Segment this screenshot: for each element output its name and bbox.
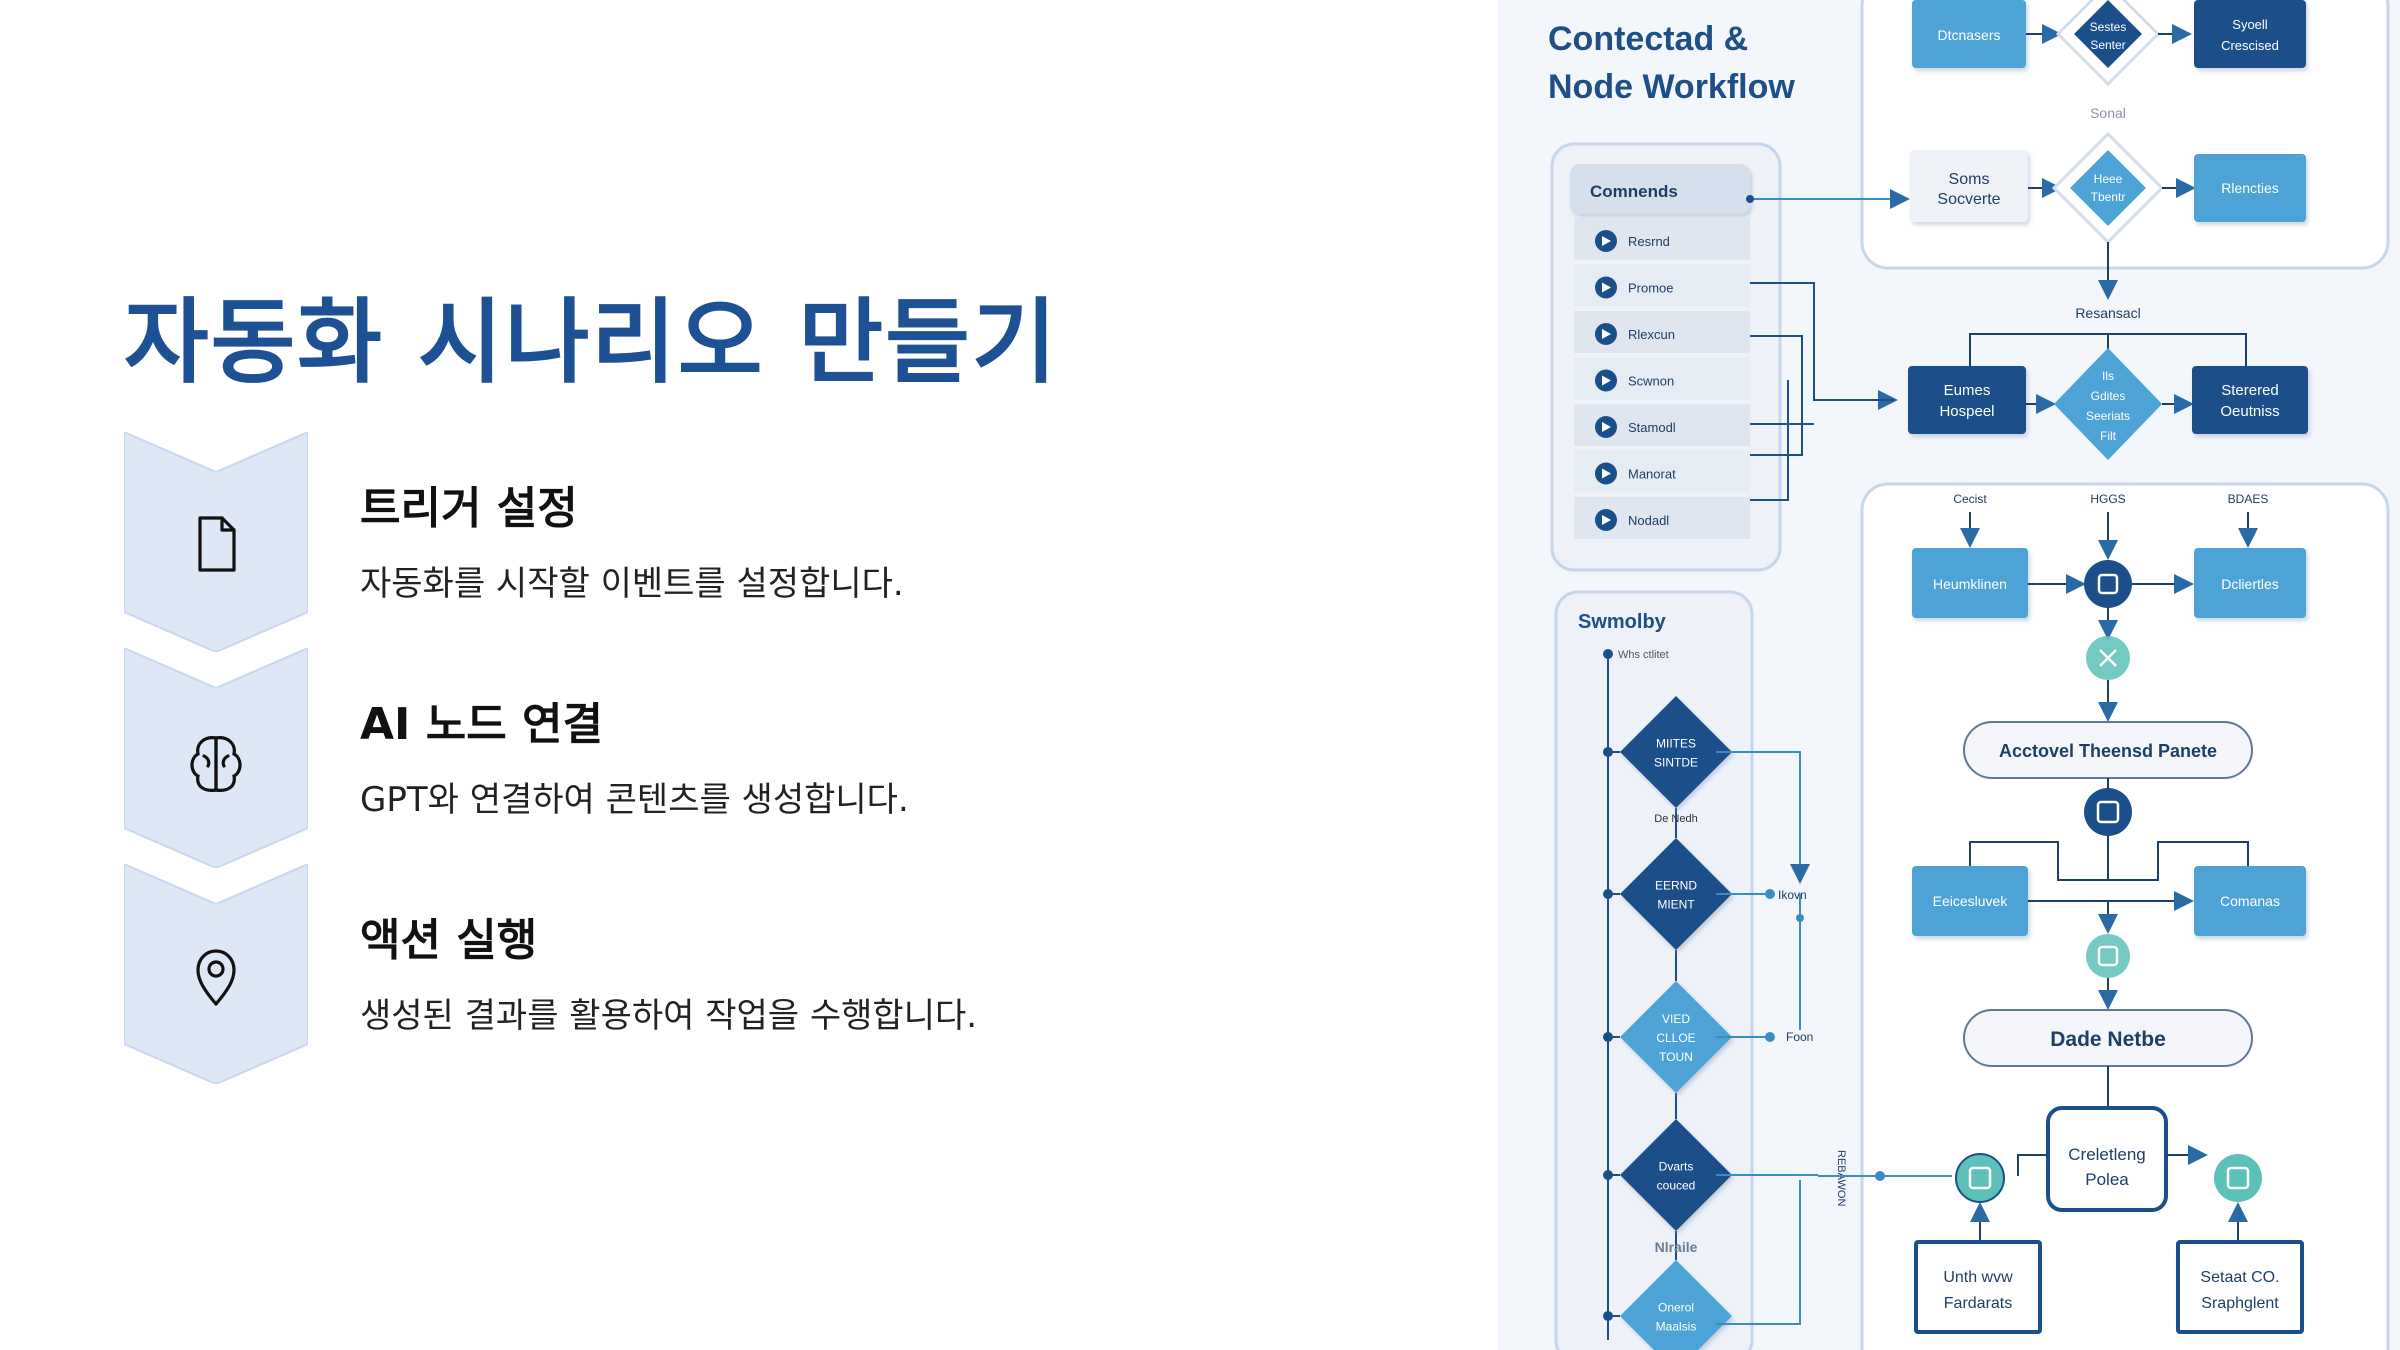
mid-node-2-line1: Sterered: [2221, 382, 2279, 399]
sidebar-diamond-label: CLLOE: [1656, 1031, 1695, 1045]
side-label-2: Foon: [1786, 1030, 1813, 1044]
diagram-title-line1: Contectad &: [1548, 20, 1748, 58]
row2-node-1: Heumklinen: [1933, 576, 2007, 592]
commands-panel: Comnends ResrndPromoeRlexcunScwnonStamod…: [1570, 164, 1750, 539]
row3-node-1: Eeicesluvek: [1933, 893, 2009, 909]
sidebar-container: [1554, 590, 1754, 1350]
bottom-box-1-line1: Unth wvw: [1943, 1269, 2013, 1286]
row2-node-2: Dcliertles: [2221, 576, 2279, 592]
command-item-label: Resrnd: [1628, 234, 1670, 249]
command-item-label: Stamodl: [1628, 420, 1676, 435]
middle-flow: Eumes Hospeel Ils Gdites Seeriats Filt S…: [1818, 333, 2308, 1334]
top-node-1: Dtcnasers: [1937, 27, 2000, 43]
sidebar-header: Swmolby: [1578, 611, 1667, 633]
center-box-line2: Polea: [2085, 1170, 2129, 1189]
sidebar-diamond-label: couced: [1657, 1179, 1696, 1193]
top-diamond-2-line1: Heee: [2094, 172, 2123, 186]
command-item[interactable]: Scwnon: [1574, 357, 1750, 400]
command-item[interactable]: Rlexcun: [1574, 311, 1750, 353]
top-node-4: Rlencties: [2221, 180, 2279, 196]
lower-container: [1860, 482, 2390, 1350]
sidebar-diamond-label: TOUN: [1659, 1050, 1693, 1064]
sidebar-between-2: Nlraile: [1655, 1239, 1698, 1255]
command-item-label: Nodadl: [1628, 513, 1669, 528]
file-icon: [198, 516, 236, 572]
step-2-chevron: [124, 648, 308, 868]
step-1-title: 트리거 설정: [360, 483, 578, 534]
sidebar-diamond-label: EERND: [1655, 879, 1697, 893]
top-node-3-line1: Soms: [1949, 171, 1990, 188]
pill-1: Acctovel Theensd Panete: [1999, 741, 2217, 761]
center-box-line1: Creletleng: [2068, 1145, 2146, 1164]
command-item[interactable]: Manorat: [1574, 450, 1750, 493]
mid-diamond-line3: Seeriats: [2086, 409, 2130, 423]
top-node-2-line1: Syoell: [2232, 17, 2268, 32]
command-item-label: Scwnon: [1628, 374, 1674, 389]
top-node-2-line2: Crescised: [2221, 38, 2279, 53]
pill-2: Dade Netbe: [2050, 1028, 2166, 1051]
bottom-box-1-line2: Fardarats: [1944, 1295, 2012, 1312]
step-3-description: 생성된 결과를 활용하여 작업을 수행합니다.: [360, 996, 978, 1036]
bottom-box-2-line2: Sraphglent: [2201, 1295, 2279, 1312]
sidebar-diamond[interactable]: VIED CLLOE TOUN: [1620, 981, 1732, 1093]
sidebar-diamond-label: MIENT: [1657, 898, 1695, 912]
brain-icon: [190, 736, 242, 792]
top-label-2: Resansacl: [2075, 305, 2140, 321]
bottom-box-2-line1: Setaat CO.: [2200, 1269, 2279, 1286]
mid-diamond-line1: Ils: [2102, 369, 2114, 383]
command-item-label: Manorat: [1628, 467, 1676, 482]
top-diamond-1-line1: Sestes: [2090, 20, 2127, 34]
command-item[interactable]: Promoe: [1574, 264, 1750, 307]
step-3-chevron: [124, 864, 308, 1084]
commands-header: Comnends: [1590, 182, 1678, 201]
command-item-label: Promoe: [1628, 281, 1674, 296]
sidebar-diamond-label: VIED: [1662, 1012, 1690, 1026]
mid-node-1-line2: Hospeel: [1939, 403, 1994, 420]
mid-label-3: BDAES: [2228, 492, 2269, 506]
vertical-label: REBAWON: [1835, 1150, 1847, 1206]
mid-diamond-line2: Gdites: [2091, 389, 2126, 403]
top-label-1: Sonal: [2090, 105, 2126, 121]
sidebar-diamond[interactable]: EERND MIENT: [1620, 838, 1732, 950]
top-node-3-line2: Socverte: [1937, 191, 2000, 208]
workflow-diagram: Contectad & Node Workflow Comnends Resrn…: [1498, 0, 2400, 1350]
sidebar-diamond-label: SINTDE: [1654, 756, 1698, 770]
command-item[interactable]: Nodadl: [1574, 497, 1750, 539]
step-1-chevron: [124, 432, 308, 652]
side-label-1: Ikovn: [1778, 888, 1807, 902]
slide-title: 자동화 시나리오 만들기: [124, 289, 1059, 396]
top-diamond-2-line2: Tbentr: [2091, 190, 2126, 204]
sidebar-diamond-label: Dvarts: [1659, 1160, 1694, 1174]
sidebar-diamond-label: Onerol: [1658, 1301, 1694, 1315]
command-item[interactable]: Stamodl: [1574, 404, 1750, 446]
sidebar-diamond-label: MIITES: [1656, 737, 1696, 751]
mid-label-1: Cecist: [1953, 492, 1987, 506]
mid-label-2: HGGS: [2090, 492, 2125, 506]
sidebar-diamond-label: Maalsis: [1656, 1320, 1697, 1334]
command-item[interactable]: Resrnd: [1574, 218, 1750, 260]
diagram-title-line2: Node Workflow: [1548, 68, 1795, 106]
step-1-description: 자동화를 시작할 이벤트를 설정합니다.: [360, 564, 904, 604]
mid-node-2-line2: Oeutniss: [2220, 403, 2279, 420]
mid-node-1-line1: Eumes: [1944, 382, 1991, 399]
row3-node-2: Comanas: [2220, 893, 2280, 909]
mid-diamond-line4: Filt: [2100, 429, 2117, 443]
sidebar-between-1: De Nedh: [1654, 813, 1697, 825]
step-2-title: AI 노드 연결: [360, 699, 603, 750]
sidebar-diamond[interactable]: Dvarts couced: [1620, 1119, 1732, 1231]
step-3-title: 액션 실행: [360, 915, 538, 966]
sidebar-sub: Whs ctlitet: [1618, 649, 1669, 661]
location-pin-icon: [196, 949, 236, 1006]
step-2-description: GPT와 연결하여 콘텐츠를 생성합니다.: [360, 780, 909, 820]
top-diamond-1-line2: Senter: [2090, 38, 2125, 52]
command-item-label: Rlexcun: [1628, 327, 1675, 342]
top-flow: Dtcnasers Sestes Senter Syoell Crescised…: [1910, 0, 2306, 321]
sidebar-diamond[interactable]: MIITES SINTDE: [1620, 696, 1732, 808]
